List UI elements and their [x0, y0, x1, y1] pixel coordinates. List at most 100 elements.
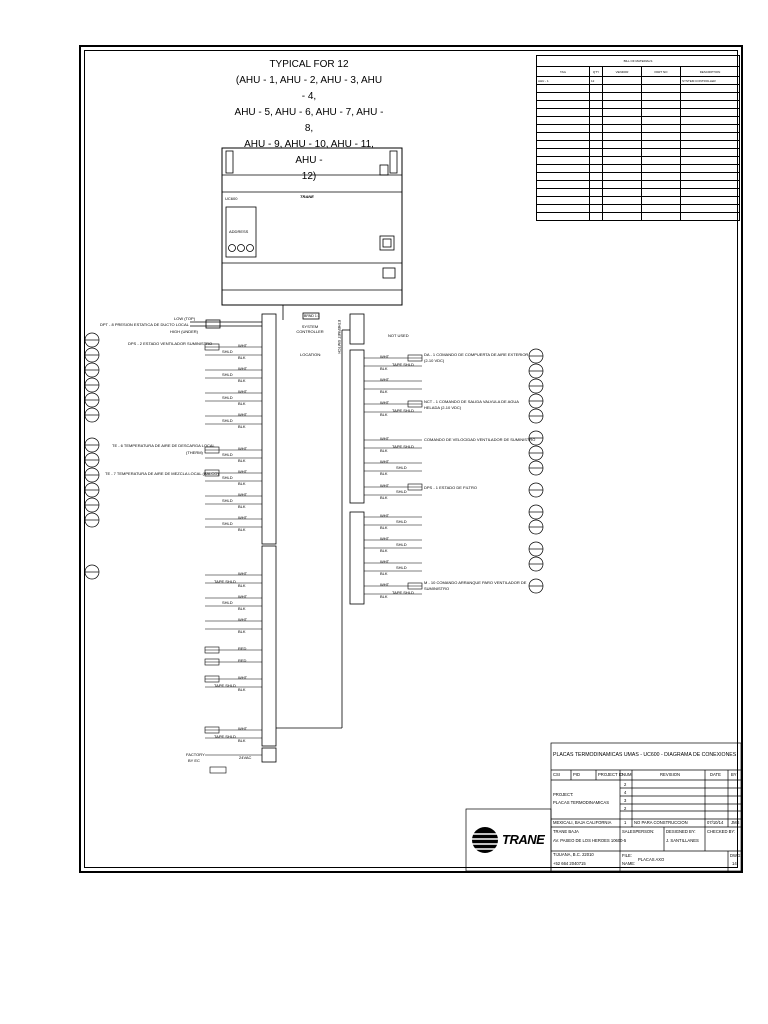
wire-label: WHT — [380, 459, 390, 464]
wire-label: BLK — [238, 424, 246, 429]
bom-empty-row — [536, 212, 740, 221]
rev-by: JMS — [731, 820, 740, 825]
designed-by: J. SANTILLANES — [666, 838, 699, 843]
nct1-label: NCT - 1 COMANDO DE SALIDA VALVULA DE AGU… — [424, 399, 519, 404]
wire-label: WHT — [380, 354, 390, 359]
factory-label-2: BY EC — [188, 758, 200, 763]
title-line-2: (AHU - 1, AHU - 2, AHU - 3, AHU - 4, — [235, 75, 383, 102]
wire-label: TAPE SHLD — [392, 590, 414, 595]
address-label: ADDRESS — [229, 229, 249, 234]
wire-label: WHT — [380, 483, 390, 488]
rev-num: 3 — [624, 798, 627, 803]
file-label: FILE: — [622, 853, 633, 858]
title-line-3: AHU - 5, AHU - 6, AHU - 7, AHU - 8, — [234, 107, 384, 134]
title-line-1: TYPICAL FOR 12 — [269, 59, 349, 70]
title-block-project-id: PROJECT ID — [598, 772, 623, 777]
wire-label: BLK — [238, 401, 246, 406]
left-terminal-strip — [261, 313, 277, 545]
wire-label: WHT — [380, 582, 390, 587]
wire-label: WHT — [380, 400, 390, 405]
wire-label: BLK — [238, 606, 246, 611]
wire-label: BLK — [380, 495, 388, 500]
factory-label-1: FACTORY — [186, 752, 205, 757]
wire-label: SHLD — [222, 349, 233, 354]
wire-label: SHLD — [222, 395, 233, 400]
controller-model: UC600 — [225, 196, 238, 201]
wire-label: BLK — [238, 527, 246, 532]
drawing-inner-border — [84, 50, 738, 868]
trane-logo-text: TRANE — [502, 832, 545, 847]
dps1-label: DPS - 1 ESTADO DE FILTRO — [424, 485, 477, 490]
wire-label: WHT — [238, 515, 248, 520]
wire-label: BLK — [238, 458, 246, 463]
da1-label-2: (2-10 VDC) — [424, 358, 445, 363]
company-phone: +52 664 2040715 — [553, 861, 586, 866]
wire-label: SHLD — [396, 542, 407, 547]
vfd-label: COMANDO DE VELOCIDAD VENTILADOR DE SUMIN… — [424, 437, 536, 442]
wire-label: RED — [238, 658, 247, 663]
wire-label: WHT — [238, 594, 248, 599]
not-used-label: NOT USED — [388, 333, 409, 338]
title-block-title: PLACAS TERMODINAMICAS UMAS - UC600 - DIA… — [553, 752, 737, 758]
wire-label: WHT — [380, 513, 390, 518]
rev-num: 2 — [624, 806, 627, 811]
dpt-low-label: LOW (TOP) — [174, 316, 196, 321]
wire-label: RED — [238, 646, 247, 651]
wire-label: SHLD — [396, 465, 407, 470]
wire-label: SHLD — [222, 452, 233, 457]
logo-frame — [465, 808, 552, 872]
system-controller-tag: BRND 1:1 — [304, 314, 320, 318]
rev-num: 1 — [624, 820, 627, 825]
wire-label: WHT — [380, 536, 390, 541]
wire-label: TAPE SHLD — [214, 683, 236, 688]
title-block-csi: CSI — [553, 772, 560, 777]
wire-label: WHT — [238, 726, 248, 731]
wire-label: WHT — [380, 559, 390, 564]
ethernet-switch-label: ETHERNET SWITCH — [337, 320, 341, 354]
wire-label: BLK — [380, 366, 388, 371]
company-address-2: TIJUANA, B.C. 22010 — [553, 852, 594, 857]
wire-label: TAPE SHLD — [214, 734, 236, 739]
wire-label: SHLD — [222, 475, 233, 480]
wire-label: BLK — [380, 412, 388, 417]
designed-label: DESIGNED BY: — [666, 829, 696, 834]
title-block-num: NUM — [622, 772, 632, 777]
wire-label: WHT — [238, 492, 248, 497]
wire-label: WHT — [238, 389, 248, 394]
nct1-label-2: HELADA (2-10 VDC) — [424, 405, 462, 410]
location-label: LOCATION: — [300, 352, 322, 357]
dwg-label: DWG: — [730, 853, 742, 858]
wire-label: BLK — [238, 687, 246, 692]
wire-label: TAPE SHLD — [392, 408, 414, 413]
wire-label: SHLD — [222, 418, 233, 423]
wire-label: TAPE SHLD — [392, 444, 414, 449]
controller-brand: TRANE — [300, 194, 314, 199]
wire-label: BLK — [380, 448, 388, 453]
bom-empty-row — [536, 172, 740, 181]
wire-label: TAPE SHLD — [214, 579, 236, 584]
title-block-by: BY — [731, 772, 737, 777]
checked-label: CHECKED BY: — [707, 829, 736, 834]
system-controller-label: SYSTEM CONTROLLER — [296, 324, 324, 334]
title-line-5: 12) — [301, 171, 317, 182]
power-24vac-label: 24VAC — [239, 755, 252, 760]
trane-logo — [472, 827, 498, 853]
wire-label: WHT — [238, 366, 248, 371]
wire-label: WHT — [380, 377, 390, 382]
company-address-1: AV. PASEO DE LOS HEROES 10600-5 — [553, 838, 627, 843]
wire-label: BLK — [238, 504, 246, 509]
drawing-border — [79, 45, 743, 873]
dpt-high-label: HIGH (UNDER) — [170, 329, 198, 334]
title-block-date: DATE — [710, 772, 721, 777]
dwg-number: 14 — [732, 861, 737, 866]
salesperson-label: SALESPERSON: — [622, 829, 655, 834]
te6-label: TE - 6 TEMPERATURA DE AIRE DE DESCARGA L… — [112, 443, 215, 448]
bill-of-materials-table: BILL OF MATERIALS TAG QTY VENDOR PART NO… — [536, 55, 740, 221]
wire-label: SHLD — [396, 565, 407, 570]
wire-label: SHLD — [222, 372, 233, 377]
wire-label: BLK — [238, 738, 246, 743]
dps-label: DPS - 2 ESTADO VENTILADOR SUMINISTRO — [128, 341, 213, 346]
project-name: PLACAS TERMODINAMICAS — [553, 800, 609, 805]
wire-label: SHLD — [222, 600, 233, 605]
